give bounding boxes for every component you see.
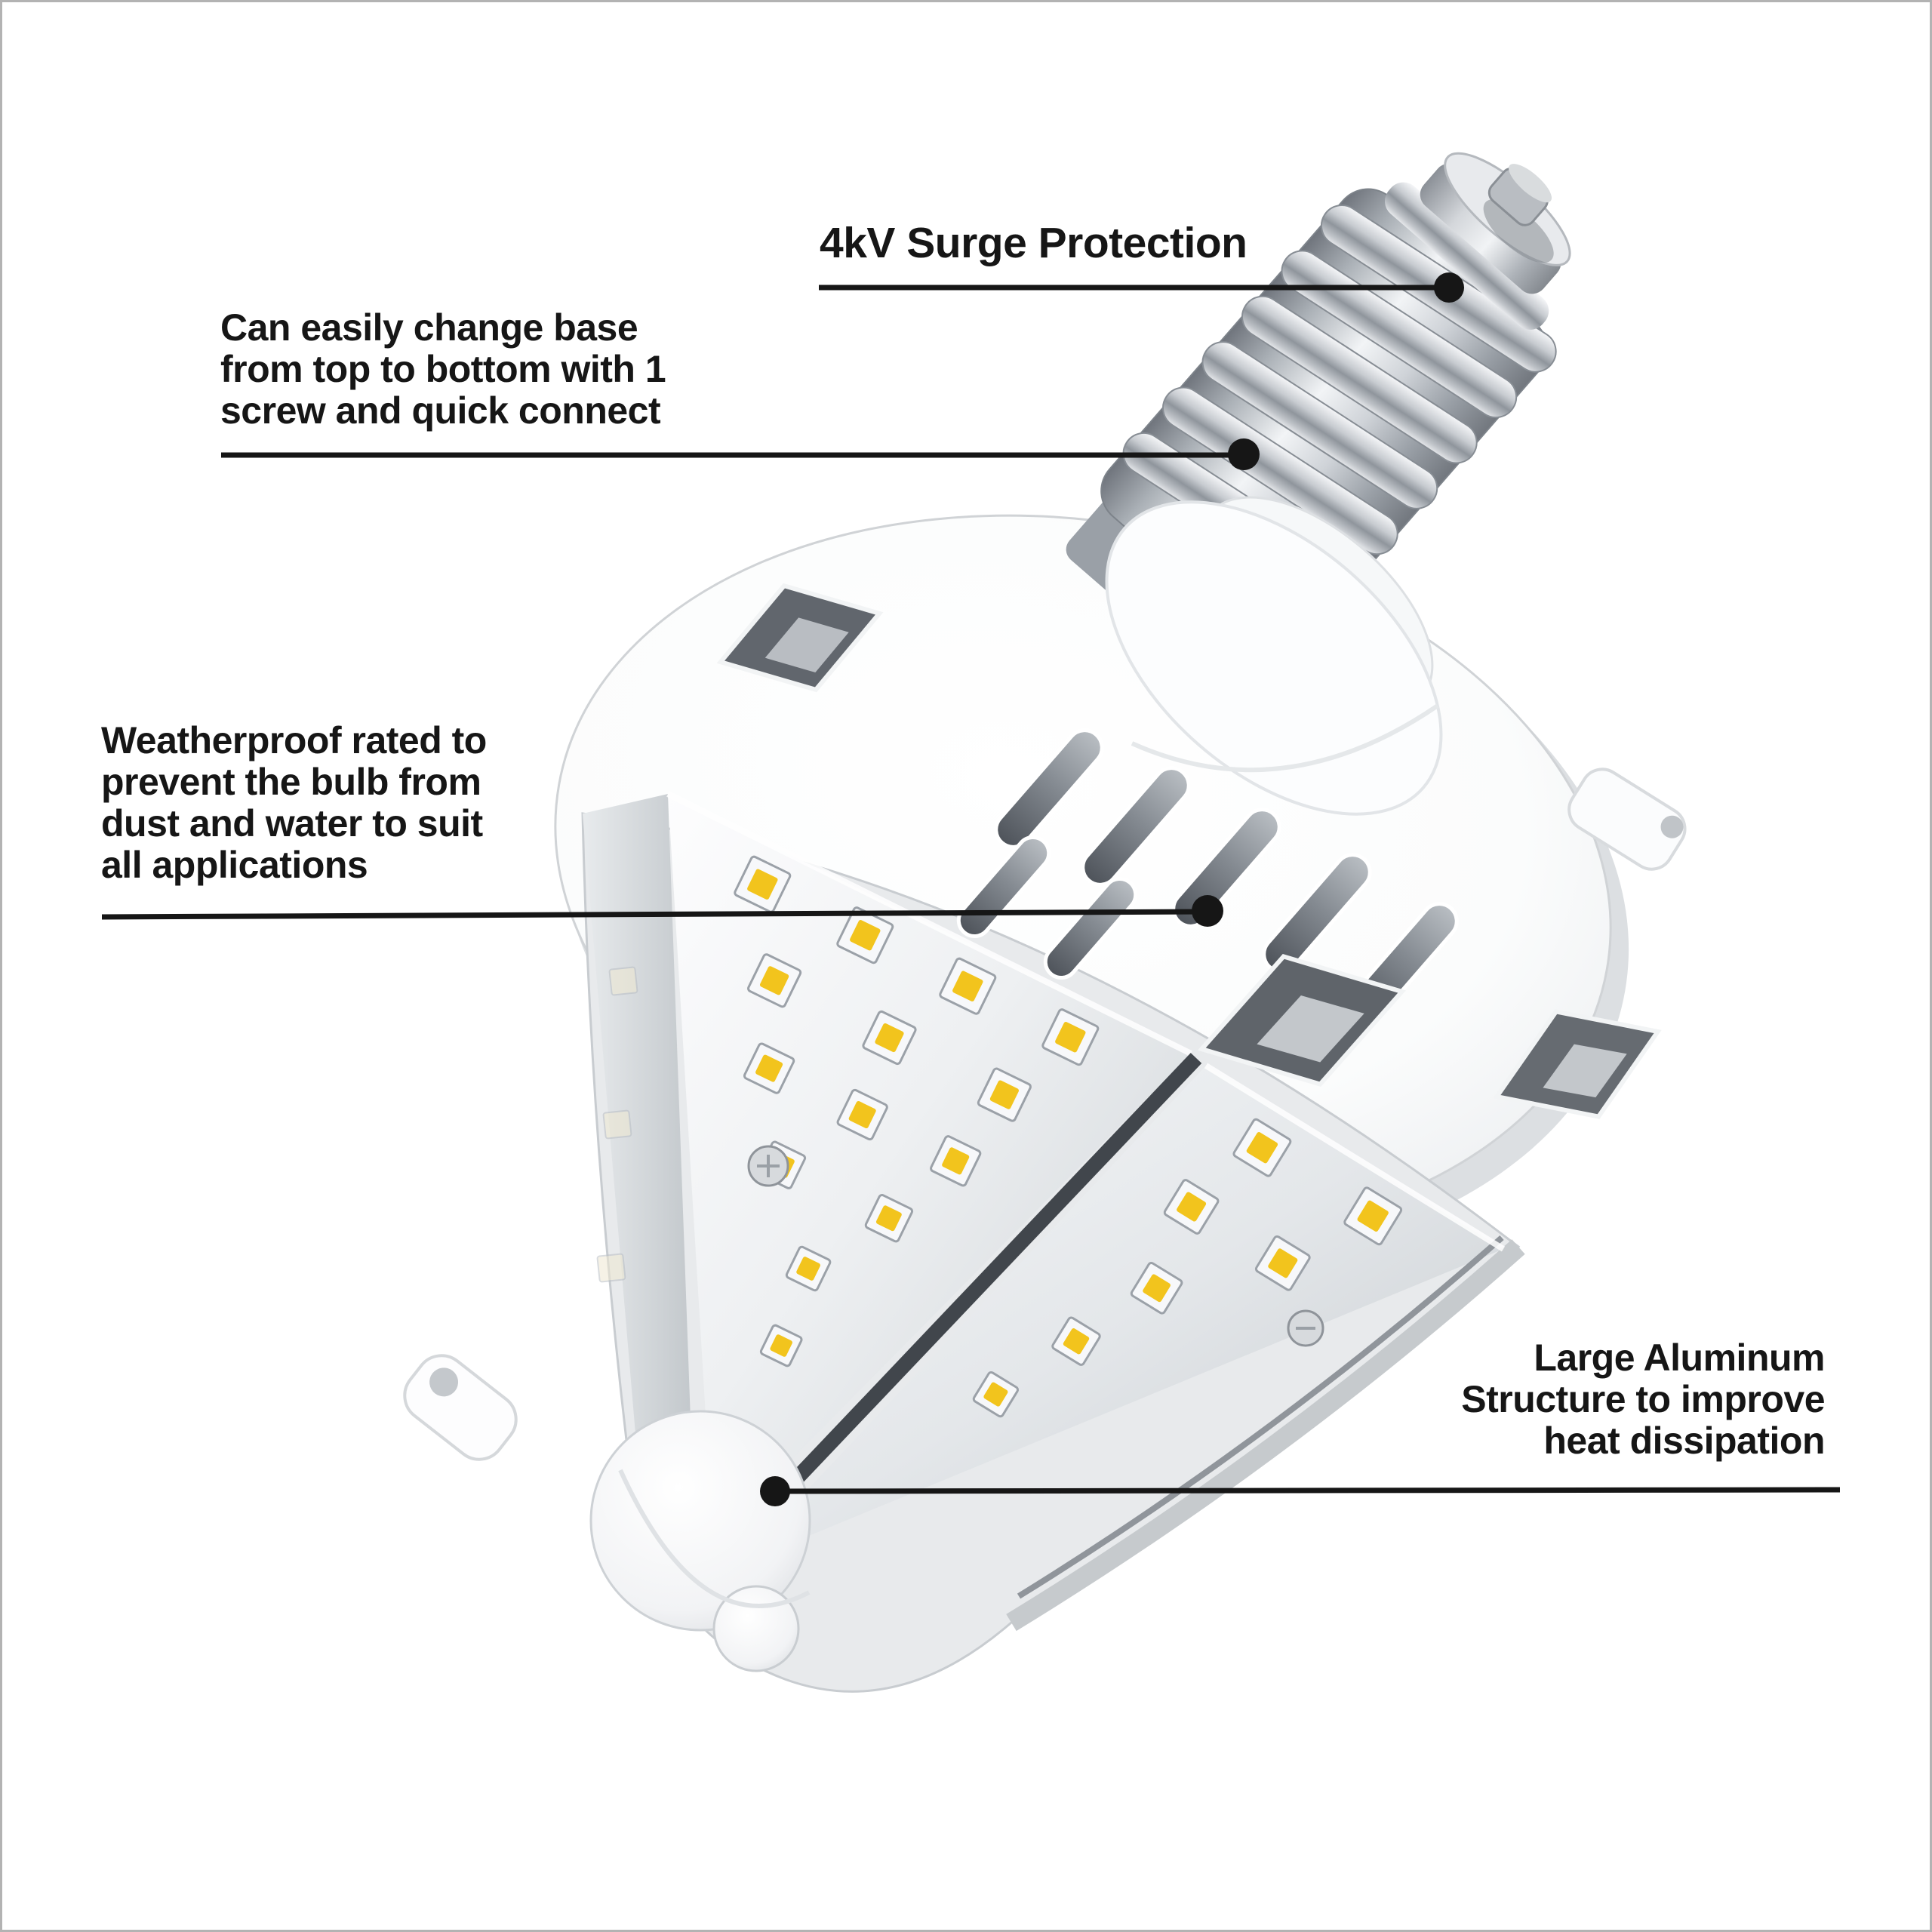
side-tab xyxy=(1567,768,1687,871)
led-chip-grid-right xyxy=(972,1118,1403,1418)
led-chip-dim xyxy=(602,1109,632,1140)
led-chip-grid-left xyxy=(734,855,1100,1367)
led-chip xyxy=(743,1042,795,1094)
led-chip xyxy=(862,1010,917,1066)
disc-vent-slots xyxy=(956,728,1459,1023)
led-chip xyxy=(1232,1118,1292,1177)
callout-dot-weatherproof xyxy=(1192,895,1223,927)
led-chip xyxy=(759,1324,803,1367)
panel-screw-heads xyxy=(747,1145,1324,1347)
led-chip xyxy=(1254,1235,1311,1291)
annotation-base-change: Can easily change base from top to botto… xyxy=(220,307,666,432)
callout-dot-surge xyxy=(1434,272,1464,303)
annotation-aluminum: Large Aluminum Structure to improve heat… xyxy=(1461,1337,1825,1462)
led-chip xyxy=(747,953,802,1008)
annotation-line: from top to bottom with 1 xyxy=(220,348,666,390)
annotation-line: Weatherproof rated to xyxy=(101,719,487,761)
callout-dot-aluminum xyxy=(760,1476,790,1506)
led-chip-dim xyxy=(608,966,638,996)
annotation-weatherproof: Weatherproof rated to prevent the bulb f… xyxy=(101,720,487,886)
annotation-line: Can easily change base xyxy=(220,306,638,349)
led-chip xyxy=(939,957,997,1015)
led-panel-left xyxy=(668,794,1191,1540)
cone-tip-cap xyxy=(589,1410,811,1672)
led-chip xyxy=(864,1194,914,1243)
led-chip-dim xyxy=(596,1253,626,1283)
annotation-line: all applications xyxy=(101,844,368,886)
led-chip xyxy=(1163,1179,1220,1235)
led-chip xyxy=(1051,1316,1101,1366)
led-chip xyxy=(972,1371,1020,1418)
led-chip xyxy=(836,1088,888,1141)
callout-dots xyxy=(760,272,1464,1506)
annotation-line: 4kV Surge Protection xyxy=(820,219,1247,267)
annotation-line: dust and water to suit xyxy=(101,802,483,844)
callout-line-weatherproof xyxy=(101,909,1208,920)
led-chip xyxy=(785,1245,832,1292)
annotation-line: prevent the bulb from xyxy=(101,761,481,803)
annotation-line: screw and quick connect xyxy=(220,389,661,432)
callout-line-aluminum xyxy=(774,1487,1841,1494)
quick-connect-nub xyxy=(403,1354,518,1461)
led-chip xyxy=(930,1135,982,1187)
led-chip xyxy=(1130,1262,1183,1315)
disc-diamond-cutouts xyxy=(716,583,1662,1119)
callout-dot-base-change xyxy=(1228,438,1260,470)
callout-lines xyxy=(101,285,1841,1494)
led-chip xyxy=(1041,1008,1100,1066)
bulb-cone xyxy=(581,791,1525,1693)
annotation-line: Large Aluminum xyxy=(1534,1337,1825,1379)
annotation-surge-protection: 4kV Surge Protection xyxy=(820,220,1247,266)
led-chip xyxy=(734,855,792,913)
base-collar xyxy=(1105,496,1443,816)
led-chip xyxy=(977,1067,1032,1122)
led-panel-right xyxy=(736,1066,1503,1566)
annotation-line: Structure to improve xyxy=(1461,1378,1825,1420)
annotation-line: heat dissipation xyxy=(1543,1420,1825,1462)
led-chip xyxy=(836,906,894,964)
led-chip xyxy=(1343,1186,1403,1246)
